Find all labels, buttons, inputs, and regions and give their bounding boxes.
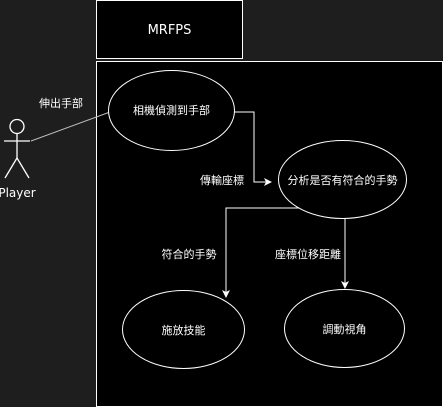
diagram-title: MRFPS	[148, 23, 192, 38]
node-adjust-camera[interactable]: 調動視角	[284, 289, 405, 368]
node-analyze-gesture[interactable]: 分析是否有符合的手勢	[278, 140, 407, 219]
node-analyze-label: 分析是否有符合的手勢	[288, 173, 398, 187]
node-detect-label: 相機偵測到手部	[133, 103, 210, 117]
node-detect-hand[interactable]: 相機偵測到手部	[108, 70, 235, 151]
actor-to-detect-link	[30, 111, 111, 142]
edge-label-move: 座標位移距離	[275, 247, 341, 261]
actor-action-label: 伸出手部	[39, 96, 83, 110]
node-camera-label: 調動視角	[323, 322, 367, 336]
title-box[interactable]: MRFPS	[96, 0, 243, 59]
actor-label: Player	[0, 186, 36, 200]
edge-label-transfer: 傳輸座標	[200, 173, 244, 187]
node-cast-skill[interactable]: 施放技能	[122, 290, 245, 369]
stick-figure-icon	[4, 118, 30, 179]
edge-label-match: 符合的手勢	[162, 247, 217, 261]
edge-analyze-to-cast	[222, 207, 300, 298]
player-actor[interactable]: Player	[0, 118, 36, 201]
edge-detect-to-analyze	[234, 111, 272, 186]
node-cast-label: 施放技能	[162, 323, 206, 337]
